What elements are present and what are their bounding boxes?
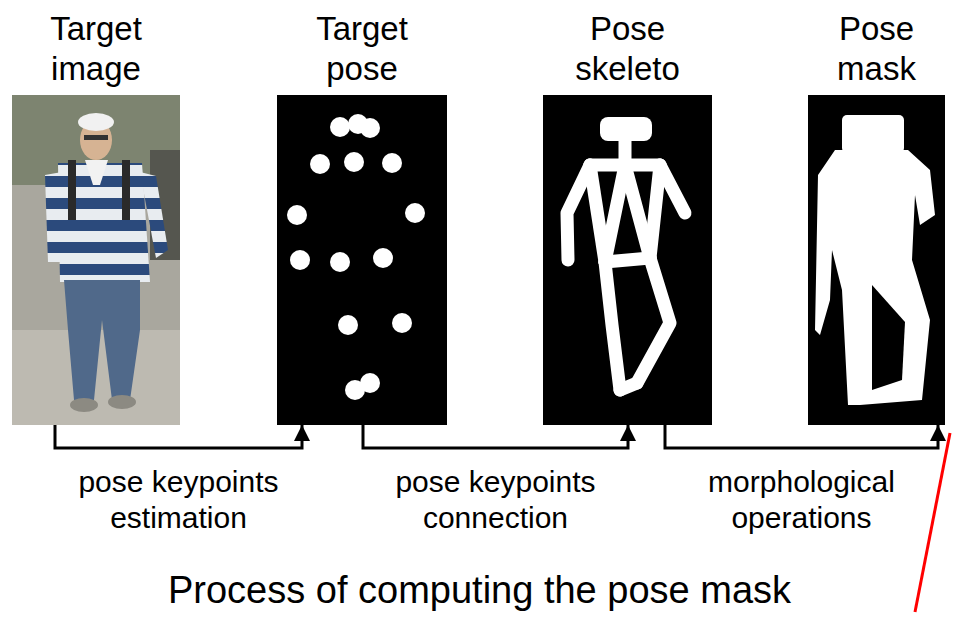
skeleton-limb	[605, 258, 650, 262]
panel-heading: Pose skeleto	[565, 9, 690, 89]
mask-body	[815, 150, 935, 405]
keypoint-dot	[310, 154, 330, 174]
keypoint-dot	[338, 315, 358, 335]
keypoint-dot	[290, 250, 310, 270]
photo-background	[12, 95, 180, 425]
process-label: pose keypoints estimation	[59, 464, 299, 536]
mask-background	[808, 95, 945, 425]
skeleton-limb	[625, 165, 650, 258]
person-strap	[68, 160, 76, 220]
image-panel: Target image	[12, 95, 180, 425]
keypoint-dot	[392, 313, 412, 333]
panel-heading: Pose mask	[814, 9, 939, 89]
keypoint-dot	[330, 252, 350, 272]
keypoint-dot	[330, 117, 350, 137]
skeleton-background	[543, 95, 712, 425]
panel-heading: Target image	[34, 9, 159, 89]
skeleton-limb	[605, 165, 625, 262]
keypoint-dot	[373, 248, 393, 268]
person-strap	[122, 160, 130, 220]
image-panel: Pose skeleto	[543, 95, 712, 425]
mask-hole	[872, 285, 905, 390]
keypoint-dot	[405, 203, 425, 223]
keypoint-dot	[344, 152, 364, 172]
keypoint-dot	[360, 373, 380, 393]
skeleton-limb	[620, 383, 637, 390]
person-cap	[78, 113, 114, 131]
bracket-arrow	[55, 425, 302, 448]
keypoint-dot	[360, 118, 380, 138]
person-jeans	[64, 280, 140, 400]
panel-heading: Target pose	[300, 9, 425, 89]
image-panel: Target pose	[277, 95, 447, 425]
person-shoe	[108, 395, 136, 409]
process-label: morphological operations	[682, 464, 922, 536]
mask-head	[842, 115, 904, 153]
skeleton-limb	[637, 258, 670, 383]
skeleton-limb	[605, 262, 620, 390]
person-shoe	[70, 398, 98, 412]
image-panel: Pose mask	[808, 95, 945, 425]
keypoint-dot	[287, 205, 307, 225]
keypoint-dot	[382, 153, 402, 173]
figure-caption: Process of computing the pose mask	[0, 568, 959, 612]
pose-background	[277, 95, 447, 425]
person-glasses	[84, 135, 108, 140]
process-label: pose keypoints connection	[376, 464, 616, 536]
person-collar	[85, 160, 108, 185]
bracket-arrow	[665, 425, 938, 448]
bracket-arrow	[363, 425, 628, 448]
